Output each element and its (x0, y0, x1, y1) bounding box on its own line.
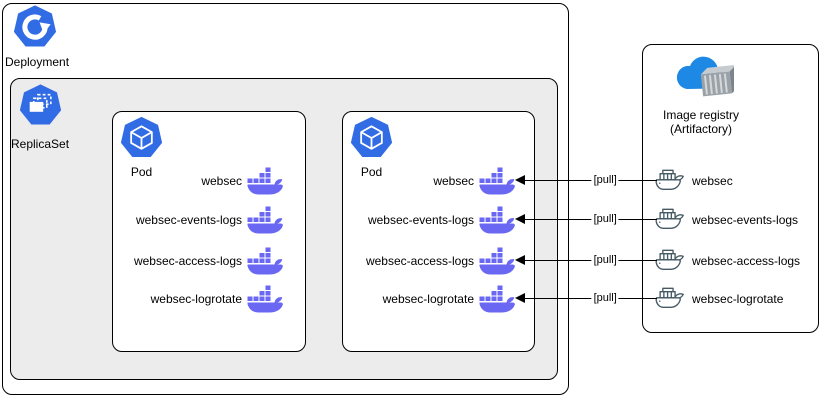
pull-arrow: [pull] (515, 174, 657, 186)
pull-arrow: [pull] (515, 292, 657, 304)
pull-label: [pull] (591, 292, 619, 304)
pod2-container-row: websec-access-logs (347, 241, 517, 281)
pod2-container-row: websec-events-logs (347, 200, 517, 240)
kubernetes-replicaset-icon (18, 83, 63, 128)
container-label: websec-events-logs (135, 213, 242, 227)
kubernetes-deployment-icon (12, 4, 58, 50)
container-label: websec (201, 174, 242, 188)
deployment-label: Deployment (5, 55, 70, 69)
docker-whale-outline-icon (654, 169, 688, 194)
kubernetes-pod-icon (119, 115, 164, 161)
docker-whale-outline-icon (654, 208, 688, 233)
replicaset-label: ReplicaSet (11, 137, 70, 151)
pull-arrow: [pull] (515, 213, 657, 225)
pull-label: [pull] (591, 213, 619, 225)
pull-arrow: [pull] (515, 254, 657, 266)
registry-image-label: websec-access-logs (692, 254, 801, 268)
pull-label: [pull] (591, 174, 619, 186)
container-label: websec-access-logs (365, 254, 474, 268)
registry-image-label: websec-logrotate (692, 292, 784, 306)
pull-label: [pull] (591, 254, 619, 266)
pod2-container-row: websec-logrotate (347, 279, 517, 319)
docker-whale-icon (247, 206, 285, 234)
docker-whale-icon (247, 167, 285, 195)
kubernetes-pod-icon (349, 115, 394, 161)
docker-whale-icon (479, 247, 517, 275)
pod2-container-row: websec (347, 161, 517, 201)
docker-whale-icon (479, 285, 517, 313)
container-label: websec-logrotate (382, 292, 474, 306)
container-label: websec-access-logs (133, 254, 242, 268)
registry-image-row: websec-access-logs (654, 246, 800, 276)
docker-whale-icon (479, 206, 517, 234)
arrowhead-left-icon (515, 255, 525, 265)
arrowhead-left-icon (515, 293, 525, 303)
registry-image-label: websec (692, 174, 733, 188)
docker-whale-icon (247, 247, 285, 275)
registry-title: Image registry (Artifactory) (646, 108, 756, 136)
registry-image-row: websec (654, 166, 733, 196)
pod1-container-row: websec-logrotate (115, 279, 285, 319)
registry-title-line1: Image registry (662, 108, 740, 122)
docker-whale-outline-icon (654, 287, 688, 312)
registry-image-label: websec-events-logs (692, 213, 799, 227)
pod2-label: Pod (360, 165, 383, 179)
registry-image-row: websec-logrotate (654, 284, 783, 314)
pod1-container-row: websec (115, 161, 285, 201)
cloud-registry-icon (668, 47, 734, 105)
container-label: websec (433, 174, 474, 188)
pod1-container-row: websec-access-logs (115, 241, 285, 281)
arrowhead-left-icon (515, 214, 525, 224)
docker-whale-icon (247, 285, 285, 313)
docker-whale-outline-icon (654, 249, 688, 274)
pod1-label: Pod (130, 165, 153, 179)
container-label: websec-logrotate (150, 292, 242, 306)
registry-title-line2: (Artifactory) (669, 122, 732, 136)
pod1-container-row: websec-events-logs (115, 200, 285, 240)
registry-image-row: websec-events-logs (654, 205, 798, 235)
docker-whale-icon (479, 167, 517, 195)
arrowhead-left-icon (515, 175, 525, 185)
container-label: websec-events-logs (367, 213, 474, 227)
